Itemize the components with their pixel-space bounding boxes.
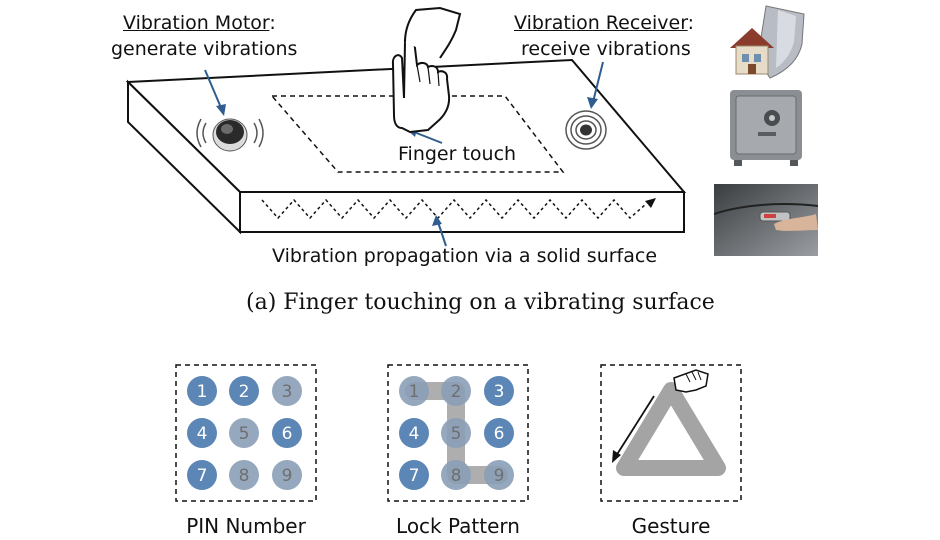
pin-dot-grid: 1 2 3 4 5 6 7 8 9	[187, 376, 302, 490]
pin-digit-3: 3	[282, 382, 293, 402]
car-door-image	[714, 184, 818, 256]
lock-dot-7	[399, 460, 429, 490]
gesture-label: Gesture	[631, 514, 711, 538]
propagation-wave	[261, 198, 647, 220]
lock-dot-8	[441, 460, 471, 490]
receiver-arrow	[592, 61, 604, 103]
lock-dot-5	[441, 418, 471, 448]
pin-dot-1	[187, 376, 217, 406]
pin-digit-1: 1	[197, 382, 208, 402]
finger-touch-label: Finger touch	[398, 143, 517, 165]
lock-digit-5: 5	[451, 424, 462, 444]
pin-digit-7: 7	[197, 466, 208, 486]
receiver-icon	[565, 110, 607, 150]
lock-dot-grid: 1 2 3 4 5 6 7 8 9	[399, 376, 514, 490]
gesture-arrow	[615, 395, 655, 457]
caption-a: (a) Finger touching on a vibrating surfa…	[246, 290, 715, 315]
receiver-title-colon: :	[687, 12, 695, 34]
pin-digit-2: 2	[239, 382, 250, 402]
slab-side	[127, 79, 241, 235]
motor-desc: generate vibrations	[111, 38, 298, 60]
gesture-triangle	[616, 382, 726, 476]
slab-front	[239, 191, 685, 233]
pin-dot-5	[229, 418, 259, 448]
motor-title: Vibration Motor:	[123, 12, 276, 34]
pin-digit-9: 9	[282, 466, 293, 486]
lock-dot-4	[399, 418, 429, 448]
pin-dot-4	[187, 418, 217, 448]
lock-dot-3	[484, 376, 514, 406]
lock-label: Lock Pattern	[396, 514, 520, 538]
lock-panel: 1 2 3 4 5 6 7 8 9	[387, 364, 529, 502]
motor-arrow	[204, 69, 223, 111]
pin-dot-3	[272, 376, 302, 406]
receiver-desc: receive vibrations	[521, 38, 691, 60]
motor-icon	[196, 118, 264, 152]
lock-digit-2: 2	[451, 382, 462, 402]
finger-arrow	[413, 131, 443, 144]
pin-dot-8	[229, 460, 259, 490]
motor-title-text: Vibration Motor	[123, 12, 270, 34]
gesture-arrowhead	[612, 450, 621, 463]
lock-dot-2	[441, 376, 471, 406]
pin-dot-2	[229, 376, 259, 406]
lock-digit-6: 6	[494, 424, 505, 444]
motor-arrowhead	[216, 104, 226, 116]
lock-dot-6	[484, 418, 514, 448]
pin-digit-6: 6	[282, 424, 293, 444]
lock-digit-7: 7	[409, 466, 420, 486]
pin-dot-9	[272, 460, 302, 490]
motor-title-colon: :	[269, 12, 276, 34]
pin-dot-7	[187, 460, 217, 490]
pin-label: PIN Number	[186, 514, 306, 538]
pin-dot-6	[272, 418, 302, 448]
lock-digit-9: 9	[494, 466, 505, 486]
lock-digit-3: 3	[494, 382, 505, 402]
receiver-title: Vibration Receiver:	[514, 12, 694, 34]
lock-dot-9	[484, 460, 514, 490]
receiver-arrowhead	[587, 97, 598, 109]
receiver-title-text: Vibration Receiver	[514, 12, 688, 34]
propagation-label: Vibration propagation via a solid surfac…	[272, 245, 658, 267]
house-shield-image	[730, 5, 805, 79]
lock-digit-4: 4	[409, 424, 420, 444]
pin-panel: 1 2 3 4 5 6 7 8 9	[175, 364, 317, 502]
propagation-arrow	[437, 221, 447, 247]
gesture-hand-icon	[673, 369, 709, 393]
lock-dot-1	[399, 376, 429, 406]
pin-digit-8: 8	[239, 466, 250, 486]
pin-digit-5: 5	[239, 424, 250, 444]
gesture-panel	[600, 364, 742, 502]
wave-arrowhead	[645, 198, 656, 208]
propagation-arrowhead	[432, 215, 442, 226]
safe-image	[730, 90, 802, 166]
pointing-hand-icon	[391, 6, 462, 134]
lock-digit-8: 8	[451, 466, 462, 486]
lock-digit-1: 1	[409, 382, 420, 402]
pin-digit-4: 4	[197, 424, 208, 444]
